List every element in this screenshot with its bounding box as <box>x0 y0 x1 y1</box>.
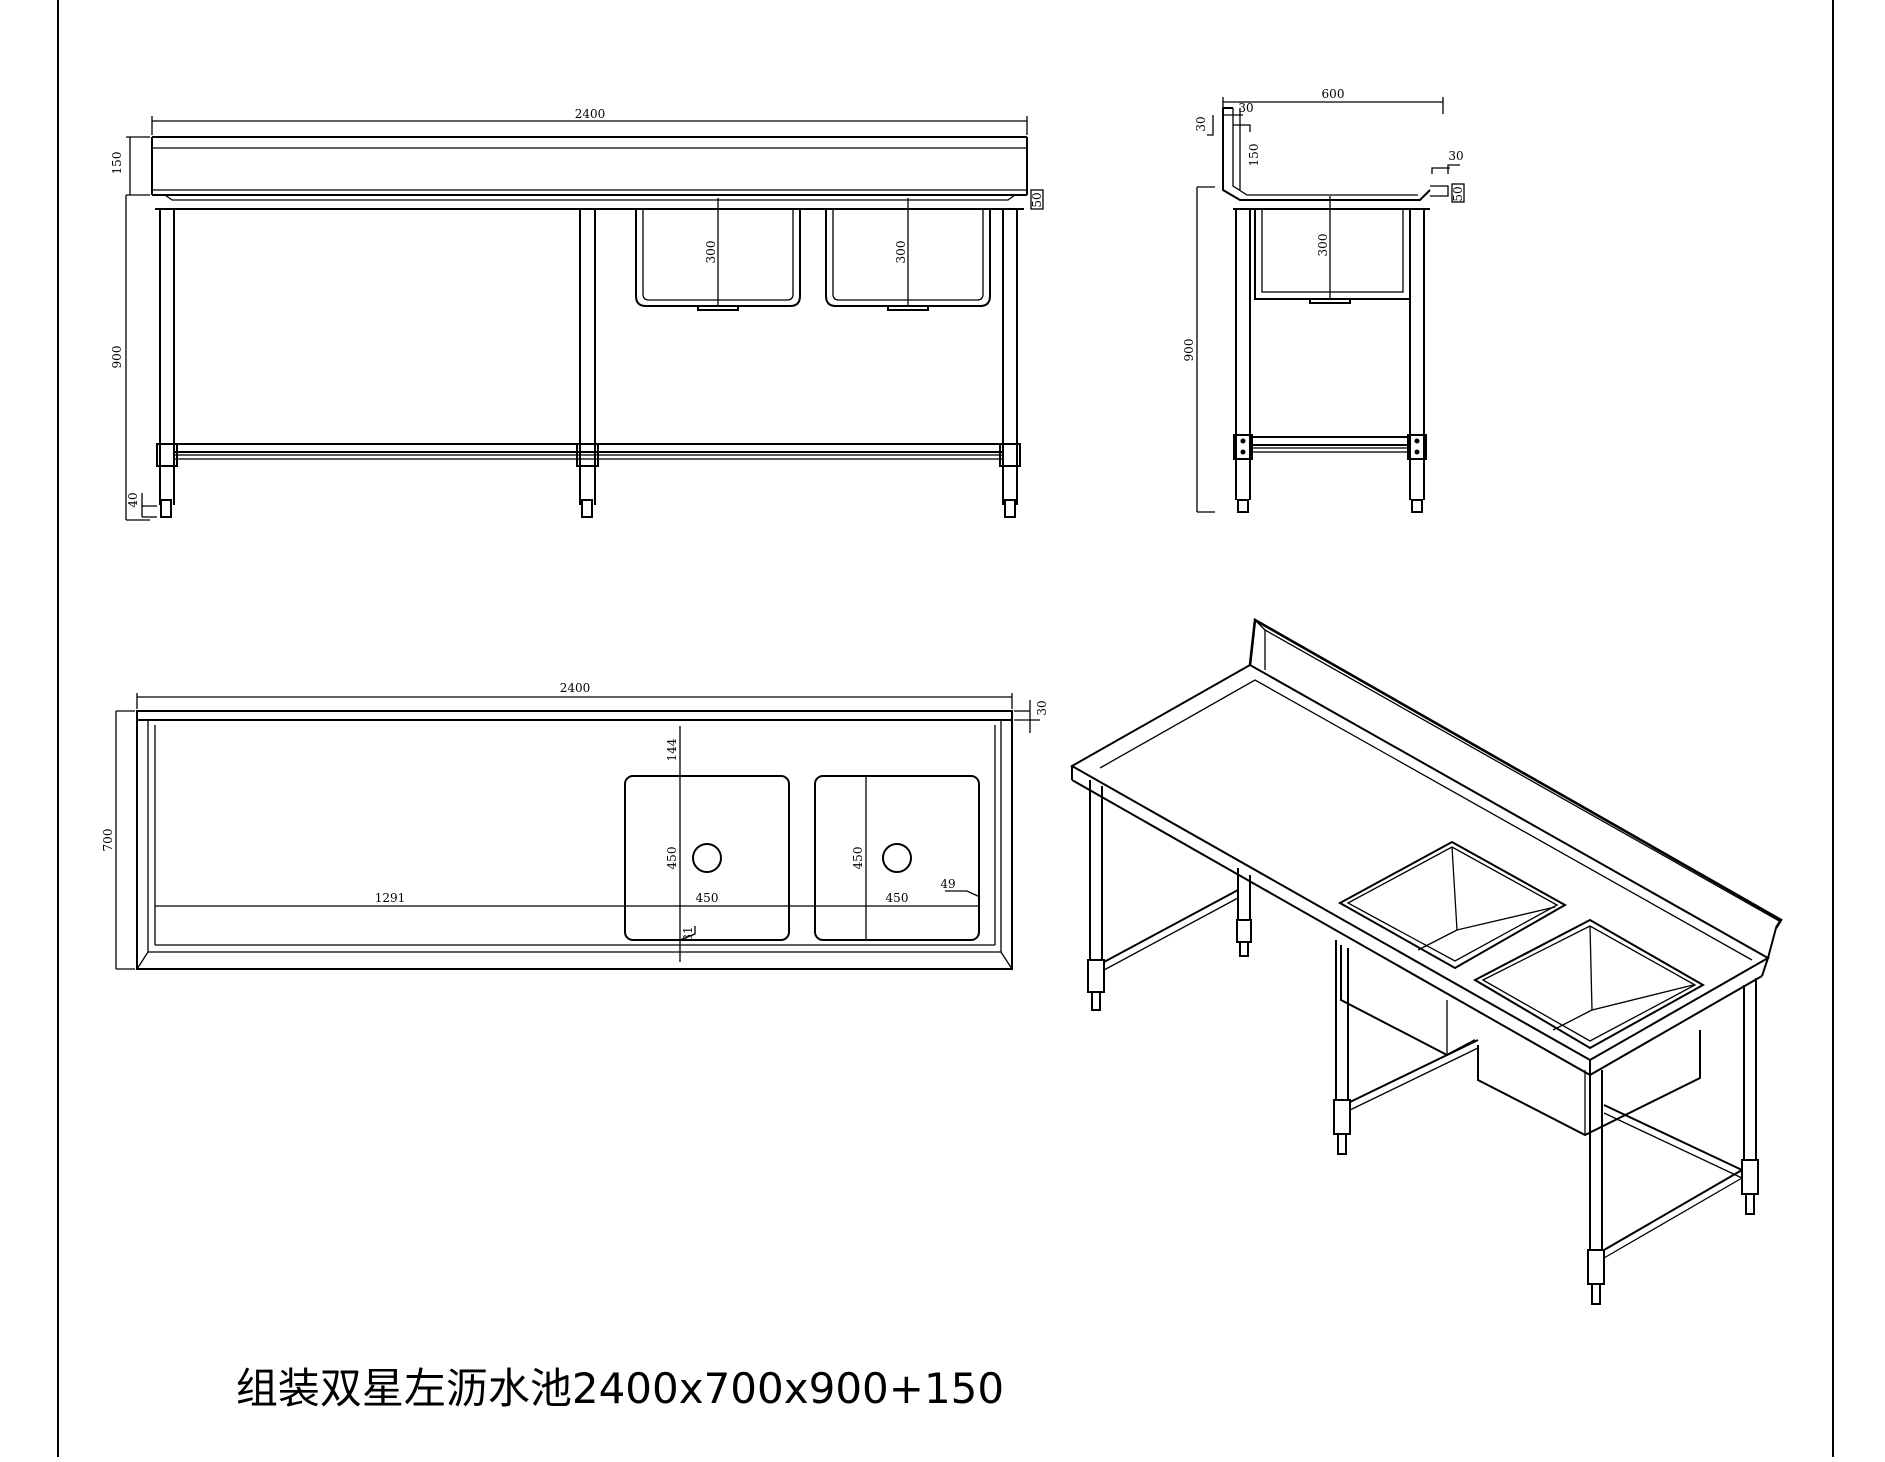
drawing-border <box>57 0 1834 1462</box>
side-front-lip-label: 30 <box>1448 149 1463 163</box>
front-view-dimensions: 2400 150 50 900 40 300 300 <box>110 107 1044 508</box>
plan-width-label: 2400 <box>560 681 591 695</box>
side-bowl-depth-label: 300 <box>1316 234 1330 257</box>
isometric-view <box>1069 617 1783 1305</box>
plan-back-gap-label: 144 <box>665 738 679 761</box>
side-edge-label: 50 <box>1451 186 1465 201</box>
front-edge-label: 50 <box>1030 192 1044 207</box>
side-backsplash-label: 150 <box>1247 144 1261 167</box>
front-bowl1-depth-label: 300 <box>704 241 718 264</box>
front-width-label: 2400 <box>575 107 606 121</box>
side-view <box>1196 97 1465 513</box>
plan-depth-label: 700 <box>101 829 115 852</box>
plan-bowl2-width-label: 450 <box>886 891 909 905</box>
front-view <box>125 116 1044 521</box>
side-depth-label: 600 <box>1322 87 1345 101</box>
drawing-title: 组装双星左沥水池2400x700x900+150 <box>235 1364 1005 1413</box>
plan-view-dimensions: 2400 30 700 1291 144 450 450 450 450 31 … <box>101 681 1049 942</box>
side-view-dimensions: 600 30 30 150 30 50 300 900 <box>1182 87 1465 361</box>
plan-bowl1-length-label: 450 <box>665 847 679 870</box>
plan-side-gap-label: 49 <box>940 877 955 891</box>
plan-view <box>115 693 1040 970</box>
plan-splash-label: 30 <box>1035 700 1049 715</box>
plan-drainboard-label: 1291 <box>375 891 406 905</box>
plan-bowl1-width-label: 450 <box>696 891 719 905</box>
side-height-label: 900 <box>1182 339 1196 362</box>
side-splash-top-label: 30 <box>1194 116 1208 131</box>
front-height-label: 900 <box>110 346 124 369</box>
side-splash-thickness-label: 30 <box>1238 101 1253 115</box>
front-backsplash-label: 150 <box>110 152 124 175</box>
plan-bowl2-length-label: 450 <box>851 847 865 870</box>
plan-front-gap-label: 31 <box>681 926 695 941</box>
front-bowl2-depth-label: 300 <box>894 241 908 264</box>
front-foot-label: 40 <box>126 492 140 507</box>
